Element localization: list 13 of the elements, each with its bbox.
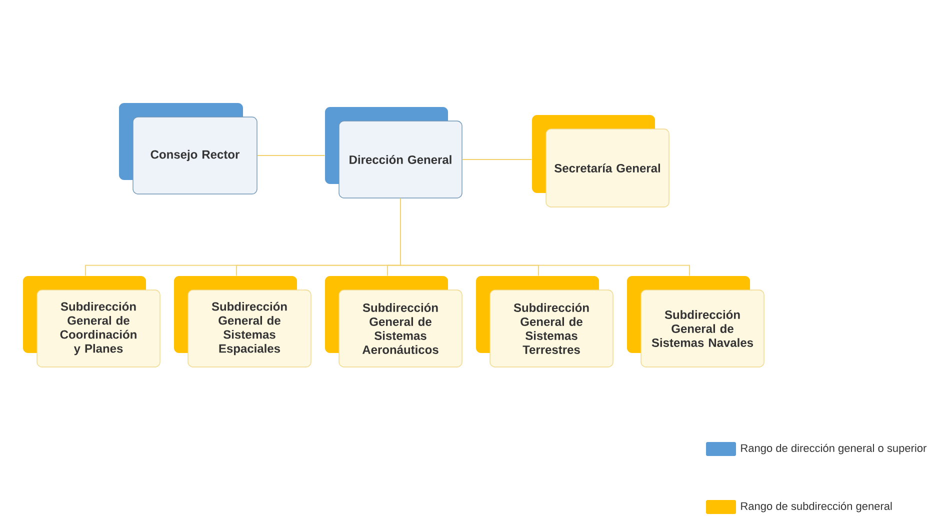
org-box: Consejo Rector xyxy=(119,103,258,194)
org-box: Subdirección General de Sistemas Aeronáuticos xyxy=(325,276,462,368)
connector-line xyxy=(256,155,326,156)
org-box: Secretaría General xyxy=(532,115,670,208)
connector-line xyxy=(462,159,532,160)
org-box: Subdirección General de Sistemas Navales xyxy=(627,276,764,368)
legend-label: Rango de dirección general o superior xyxy=(741,444,926,454)
legend-label: Rango de subdirección general xyxy=(741,502,892,512)
org-box: Subdirección General de Sistemas Terrestres xyxy=(476,276,614,368)
connector-line xyxy=(400,198,690,276)
org-box: Subdirección General de Coordinación y Planes xyxy=(23,276,160,368)
org-box: Subdirección General de Sistemas Espaciales xyxy=(174,276,312,368)
org-box: Dirección General xyxy=(325,107,462,198)
